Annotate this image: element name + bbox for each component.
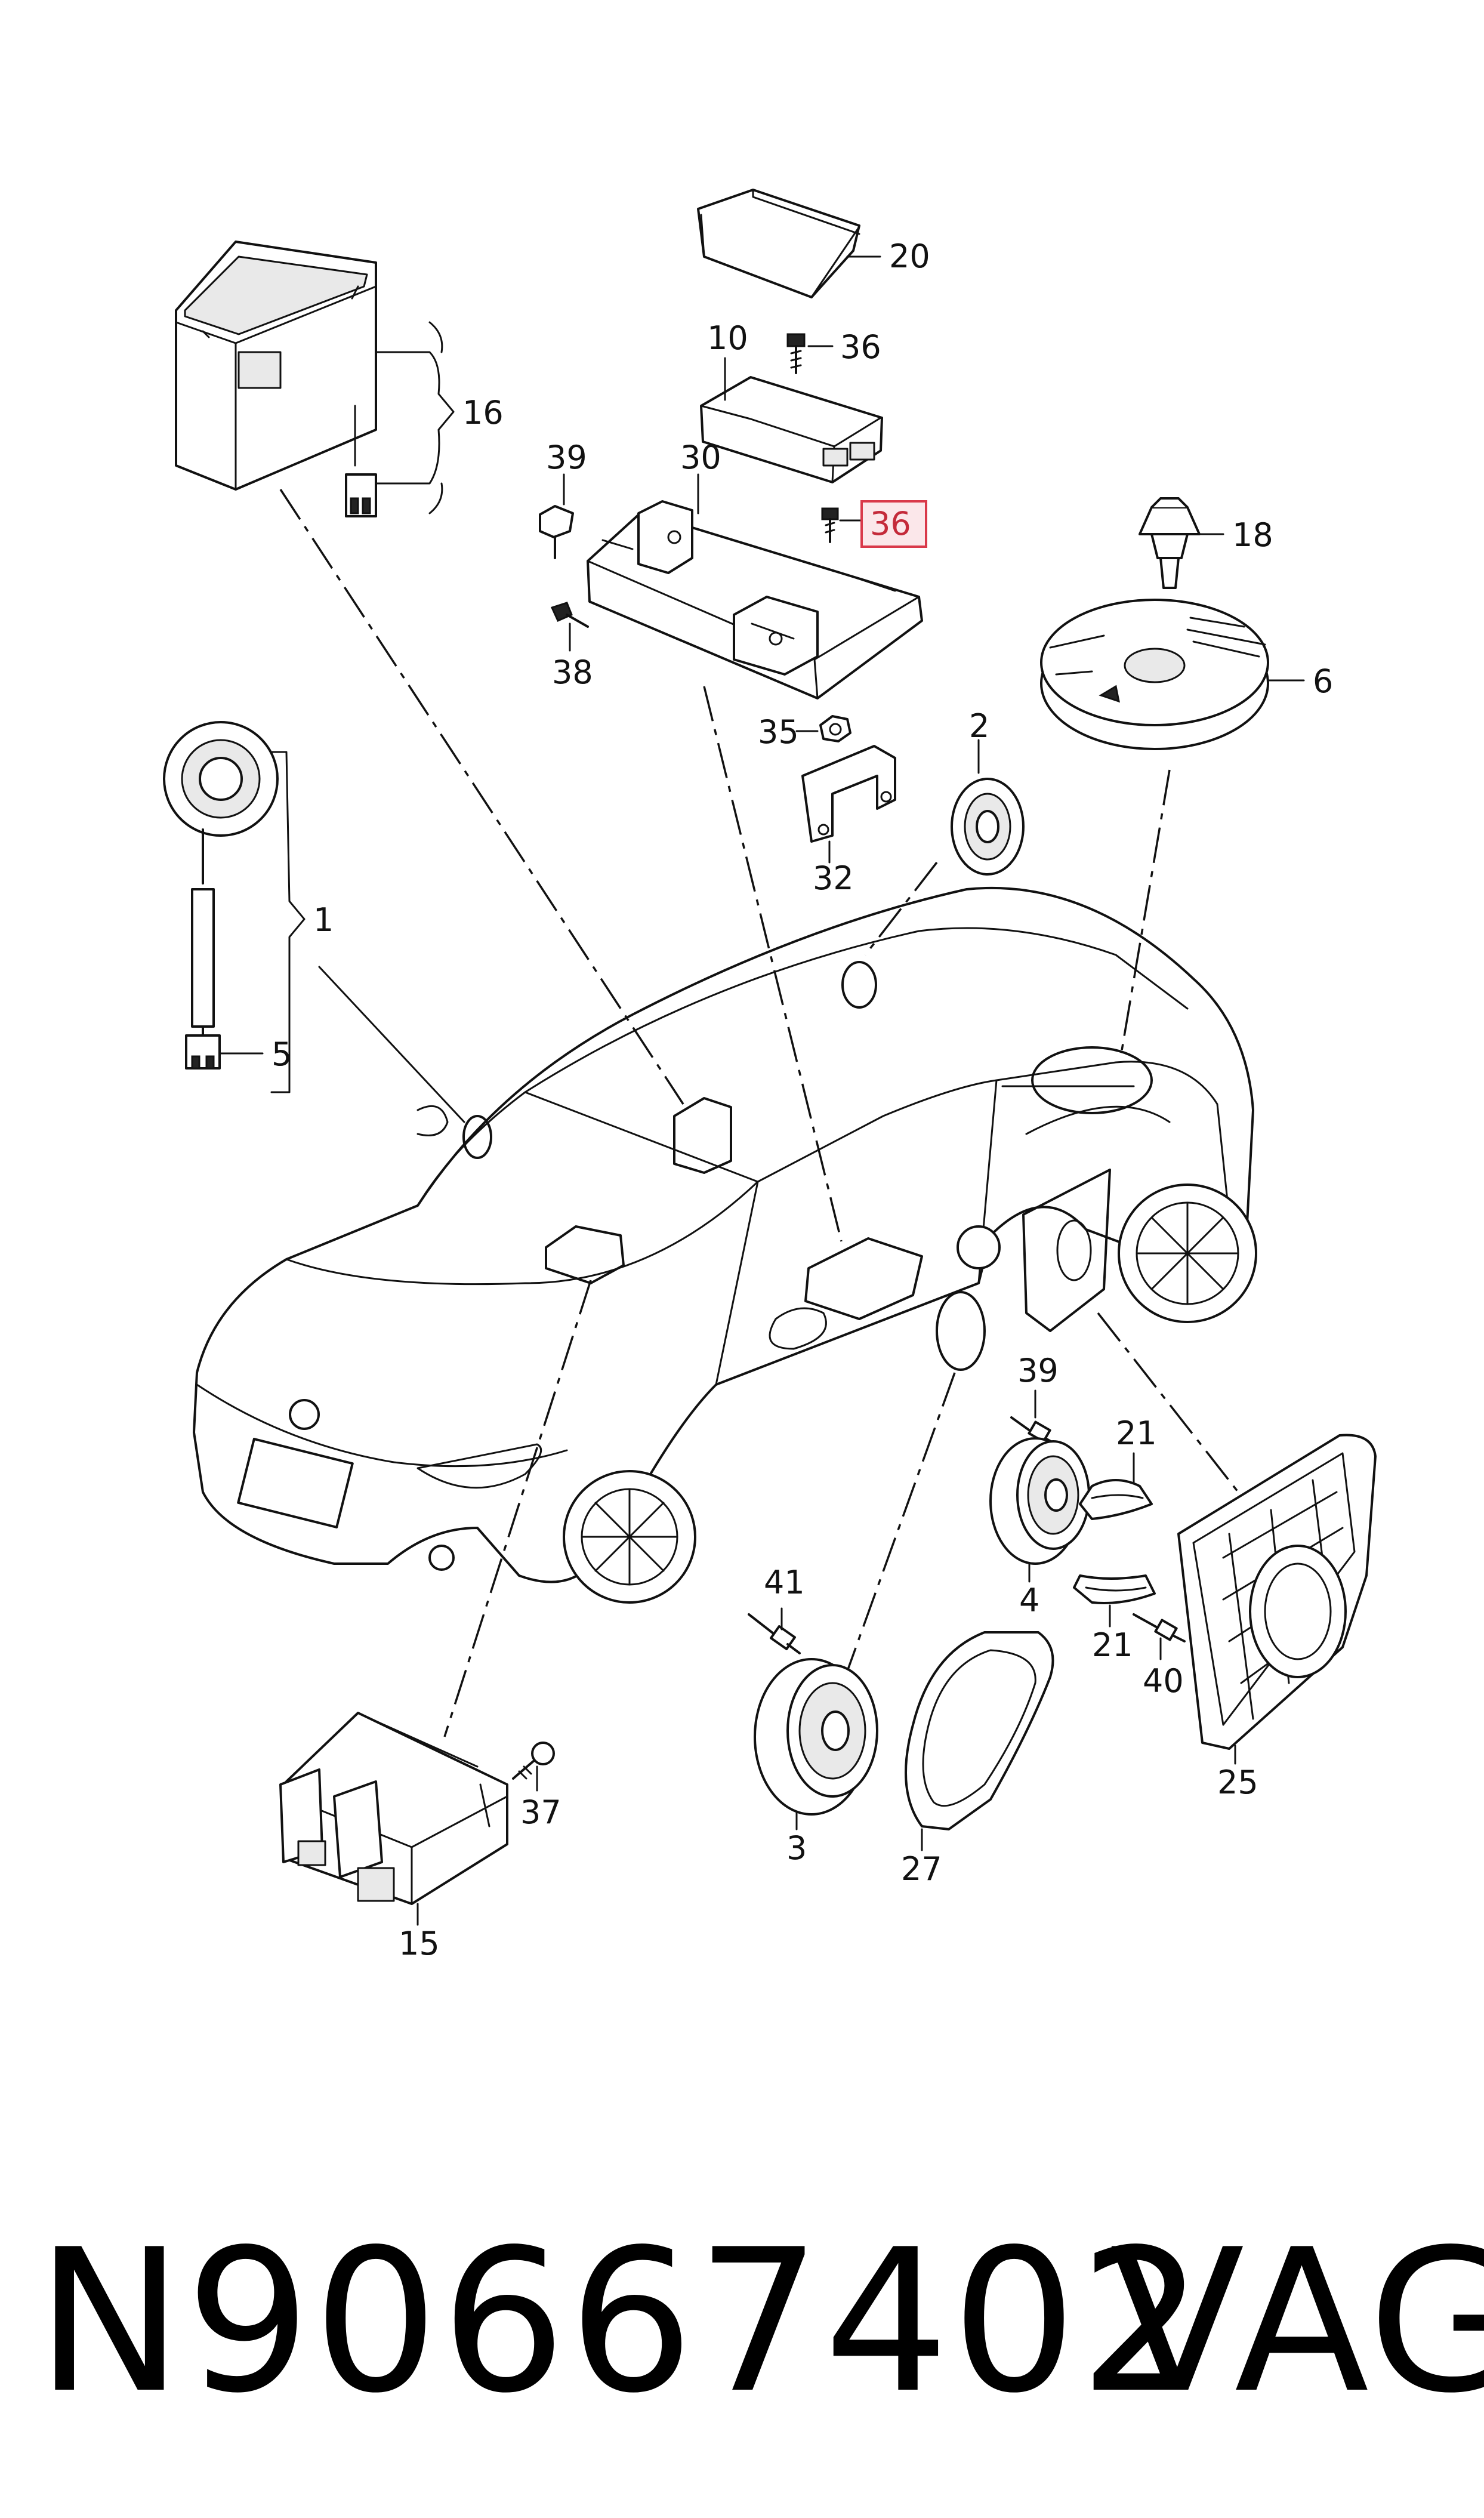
part-32-bracket [801, 745, 896, 843]
bracket-1 [270, 751, 306, 1093]
part-38-bolt [550, 602, 589, 628]
brand-label: VAG [1110, 2207, 1484, 2436]
callout-30: 30 [680, 439, 721, 476]
callout-37: 37 [520, 1793, 561, 1831]
callout-39-bottom: 39 [1017, 1352, 1059, 1389]
footer: N90667402 VAG [0, 2202, 1484, 2441]
callout-20: 20 [889, 238, 930, 275]
callout-16: 16 [462, 394, 504, 432]
part-1-tweeter-speaker [163, 721, 279, 1037]
part-36-bolt [821, 507, 839, 543]
callout-35: 35 [758, 713, 799, 751]
callout-36-highlight-box [860, 500, 927, 548]
callout-40: 40 [1143, 1662, 1184, 1700]
callout-18: 18 [1232, 516, 1273, 554]
marker-hex-dash [545, 1225, 625, 1284]
part-25-speaker-trim-panel [1177, 1434, 1377, 1750]
callout-36-top: 36 [840, 328, 881, 366]
marker-rect-floor [804, 1237, 923, 1320]
part-21-ring-top [1079, 1479, 1153, 1520]
callout-36-highlight: 36 [870, 505, 911, 543]
part-30-mounting-bracket [587, 500, 923, 699]
leader-1-to-marker [318, 966, 465, 1123]
part-2-speaker [951, 778, 1025, 876]
callout-4: 4 [1019, 1582, 1039, 1619]
callout-21-top: 21 [1116, 1414, 1157, 1452]
part-36-bolt-top [786, 333, 806, 374]
callout-2: 2 [969, 707, 989, 745]
callout-38: 38 [552, 654, 593, 691]
callout-41: 41 [764, 1564, 805, 1601]
callout-3: 3 [786, 1829, 807, 1867]
leader-16-top [428, 321, 443, 353]
part-18-antenna [1139, 497, 1201, 589]
part-16-radio-unit [175, 241, 377, 517]
part-3-door-speaker [754, 1658, 878, 1816]
part-20-cover [697, 189, 860, 298]
callout-15: 15 [399, 1925, 440, 1962]
part-5-connector [185, 1034, 221, 1070]
callout-27: 27 [901, 1850, 942, 1888]
leader-16-bottom [428, 482, 443, 514]
callout-6: 6 [1313, 662, 1333, 700]
part-41-rivet [748, 1613, 801, 1654]
callout-5: 5 [271, 1035, 292, 1073]
part-21-ring-bottom [1073, 1574, 1156, 1604]
callout-39-top: 39 [546, 439, 587, 476]
part-37-screw [512, 1742, 555, 1780]
marker-ellipse-roofrear [841, 961, 877, 1009]
part-39-clip-top [539, 505, 574, 559]
part-40-rivet [1133, 1613, 1186, 1642]
callout-21-bottom: 21 [1092, 1626, 1133, 1664]
marker-rear-panel [1022, 1169, 1111, 1332]
callout-32: 32 [813, 859, 854, 897]
car-body-outline [193, 886, 1257, 1604]
marker-ellipse-door [936, 1291, 986, 1371]
callout-1: 1 [313, 901, 334, 939]
part-35-nut [819, 715, 851, 742]
part-15-amplifier [279, 1712, 508, 1905]
part-4-speaker [989, 1437, 1090, 1565]
marker-ellipse-windshield [462, 1115, 492, 1159]
part-number: N90667402 [36, 2207, 1207, 2436]
dashed-leader-lines [279, 489, 1239, 1737]
marker-ellipse-trunk [1031, 1046, 1153, 1114]
part-27-speaker-adapter-ring [905, 1631, 1054, 1830]
bracket-16 [375, 351, 455, 485]
part-6-subwoofer [1040, 599, 1269, 750]
marker-hex-roof [673, 1097, 732, 1174]
callout-10: 10 [707, 319, 748, 357]
callout-25: 25 [1217, 1764, 1258, 1801]
part-10-control-module [700, 376, 883, 483]
